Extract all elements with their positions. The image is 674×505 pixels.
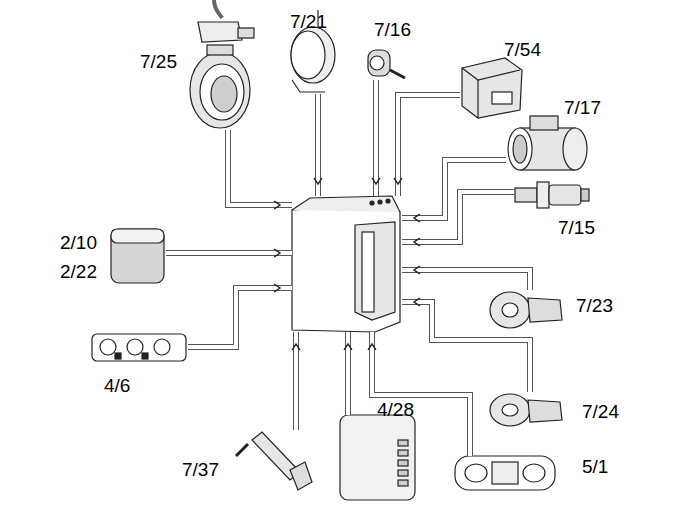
signal-connector [292, 332, 300, 430]
probe-sensor: 7/37 [234, 430, 314, 492]
sensor-part: 7/21 [290, 26, 336, 94]
signal-connector [228, 130, 292, 209]
signal-connector [368, 332, 470, 456]
instrument-cluster: 5/1 [455, 456, 556, 491]
callout-number: 7/37 [182, 460, 219, 480]
control-unit [292, 196, 402, 332]
signal-connector [188, 284, 292, 347]
control-panel: 4/6 [92, 333, 188, 362]
signal-connector [344, 332, 352, 415]
sensor-part: 7/16 [366, 48, 406, 80]
signal-connector [394, 95, 460, 196]
callout-number: 7/23 [576, 296, 613, 316]
signal-connector [402, 298, 530, 392]
signal-connector [402, 266, 530, 290]
air-mass-meter: 7/17 [506, 114, 588, 172]
callout-number: 7/16 [374, 20, 411, 40]
callout-number: 2/22 [60, 262, 97, 282]
signal-connector [314, 94, 322, 196]
callout-number: 4/6 [104, 376, 130, 396]
temperature-sensor: 7/15 [514, 180, 590, 210]
signal-connector [166, 249, 292, 257]
signal-connector [372, 80, 380, 196]
callout-number: 7/17 [564, 98, 601, 118]
switch-unit: 2/102/22 [110, 228, 166, 284]
diagnostic-unit: 4/28 [340, 415, 416, 501]
callout-number: 7/15 [558, 218, 595, 238]
knock-sensor: 7/24 [488, 392, 564, 428]
callout-number: 7/21 [290, 12, 327, 32]
callout-number: 7/24 [582, 402, 619, 422]
sensor-part: 7/54 [460, 56, 524, 120]
callout-number: 7/25 [140, 52, 177, 72]
callout-number: 2/10 [60, 233, 97, 253]
callout-number: 7/54 [504, 40, 541, 60]
knock-sensor: 7/23 [488, 290, 564, 330]
callout-number: 4/28 [377, 400, 414, 420]
signal-connector [402, 192, 514, 246]
throttle-unit: 7/25 [190, 18, 256, 130]
callout-number: 5/1 [582, 457, 608, 477]
